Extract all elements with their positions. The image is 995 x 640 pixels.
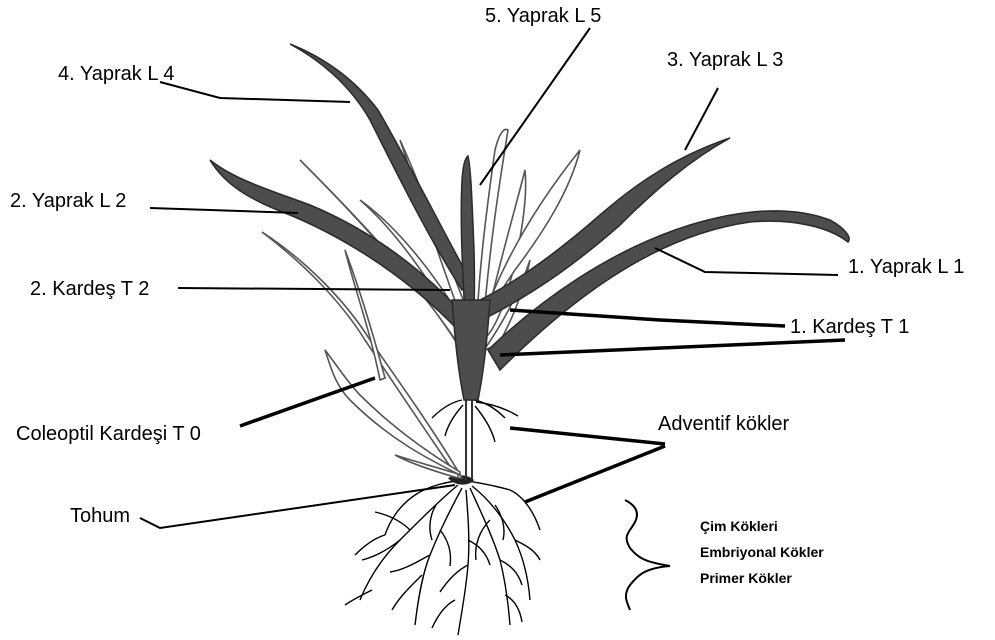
label-seminal-roots-2: Embriyonal Kökler — [700, 544, 824, 560]
leader-leaf1 — [655, 248, 838, 275]
label-leaf4: 4. Yaprak L 4 — [58, 63, 174, 85]
label-seed: Tohum — [70, 505, 130, 527]
label-coleoptile-tiller: Coleoptil Kardeşi T 0 — [16, 423, 201, 445]
label-seminal-roots-1: Çim Kökleri — [700, 518, 778, 534]
leader-adventitious-b — [525, 446, 665, 502]
seminal-roots — [345, 475, 540, 635]
tiller-leaves — [262, 129, 580, 478]
leader-seed — [140, 485, 455, 528]
seminal-roots-brace — [625, 500, 670, 610]
leader-leaf4 — [160, 82, 350, 102]
adventitious-root-strokes — [432, 400, 518, 442]
label-leaf5: 5. Yaprak L 5 — [485, 5, 601, 27]
leader-tiller2 — [178, 288, 450, 290]
leader-adventitious-a — [510, 428, 665, 444]
leader-tiller1-b — [500, 340, 845, 355]
label-adventitious-roots: Adventif kökler — [658, 413, 790, 435]
label-seminal-roots-3: Primer Kökler — [700, 570, 792, 586]
label-leaf3: 3. Yaprak L 3 — [667, 49, 783, 71]
label-tiller2: 2. Kardeş T 2 — [30, 278, 149, 300]
label-tiller1: 1. Kardeş T 1 — [790, 316, 909, 338]
leader-leaf3 — [685, 88, 718, 150]
label-leaf1: 1. Yaprak L 1 — [848, 256, 964, 278]
label-leaf2: 2. Yaprak L 2 — [10, 190, 126, 212]
